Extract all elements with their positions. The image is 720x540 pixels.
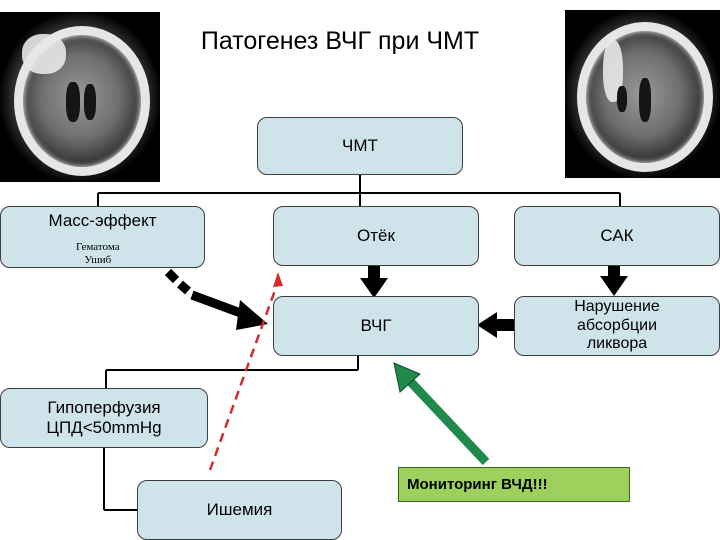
node-icp: ВЧГ — [273, 296, 479, 356]
ct-scan-left-image — [0, 12, 160, 182]
node-tbi: ЧМТ — [257, 117, 463, 175]
node-edema-label: Отёк — [357, 226, 395, 246]
node-ischemia: Ишемия — [137, 480, 342, 540]
monitoring-arrowhead — [393, 362, 421, 393]
node-mass-effect-sub1: Гематома — [76, 241, 120, 253]
arrow-sah-to-csf — [600, 265, 628, 296]
node-mass-effect-sub2: Ушиб — [84, 254, 112, 267]
node-tbi-label: ЧМТ — [342, 136, 378, 156]
node-csf-line3: ликвора — [586, 335, 648, 353]
arrow-csf-to-icp — [477, 312, 516, 338]
monitoring-callout-label: Мониторинг ВЧД!!! — [407, 476, 548, 493]
ischemia-feedback-dashed-line — [208, 281, 280, 471]
arrow-mass-effect-to-icp — [164, 268, 268, 330]
node-icp-label: ВЧГ — [360, 316, 392, 336]
node-ischemia-label: Ишемия — [206, 500, 273, 520]
node-edema: Отёк — [273, 206, 479, 266]
icp-hypoperfusion-connector — [105, 355, 359, 390]
node-csf-line2: абсорбции — [576, 316, 658, 334]
monitoring-arrow — [403, 374, 490, 466]
node-csf-line1: Нарушение — [574, 298, 660, 316]
node-sah-label: САК — [600, 226, 634, 246]
node-hypoperfusion: Гипоперфузия ЦПД<50mmHg — [0, 388, 208, 448]
diagram-title: Патогенез ВЧГ при ЧМТ — [200, 27, 480, 55]
node-mass-effect-label: Масс-эффект — [48, 211, 157, 230]
node-csf-absorption: Нарушение абсорбции ликвора — [514, 296, 720, 356]
ischemia-feedback-arrowhead — [273, 272, 283, 287]
ct-scan-right-image — [565, 10, 720, 178]
node-sah: САК — [514, 206, 720, 266]
node-hypoperfusion-line2: ЦПД<50mmHg — [46, 418, 162, 437]
arrow-edema-to-icp — [360, 265, 388, 298]
node-hypoperfusion-line1: Гипоперфузия — [47, 398, 161, 418]
monitoring-callout: Мониторинг ВЧД!!! — [398, 467, 630, 502]
node-mass-effect: Масс-эффект Гематома Ушиб — [0, 206, 205, 268]
hypoperfusion-ischemia-connector — [103, 447, 140, 511]
tree-connectors — [97, 172, 621, 207]
